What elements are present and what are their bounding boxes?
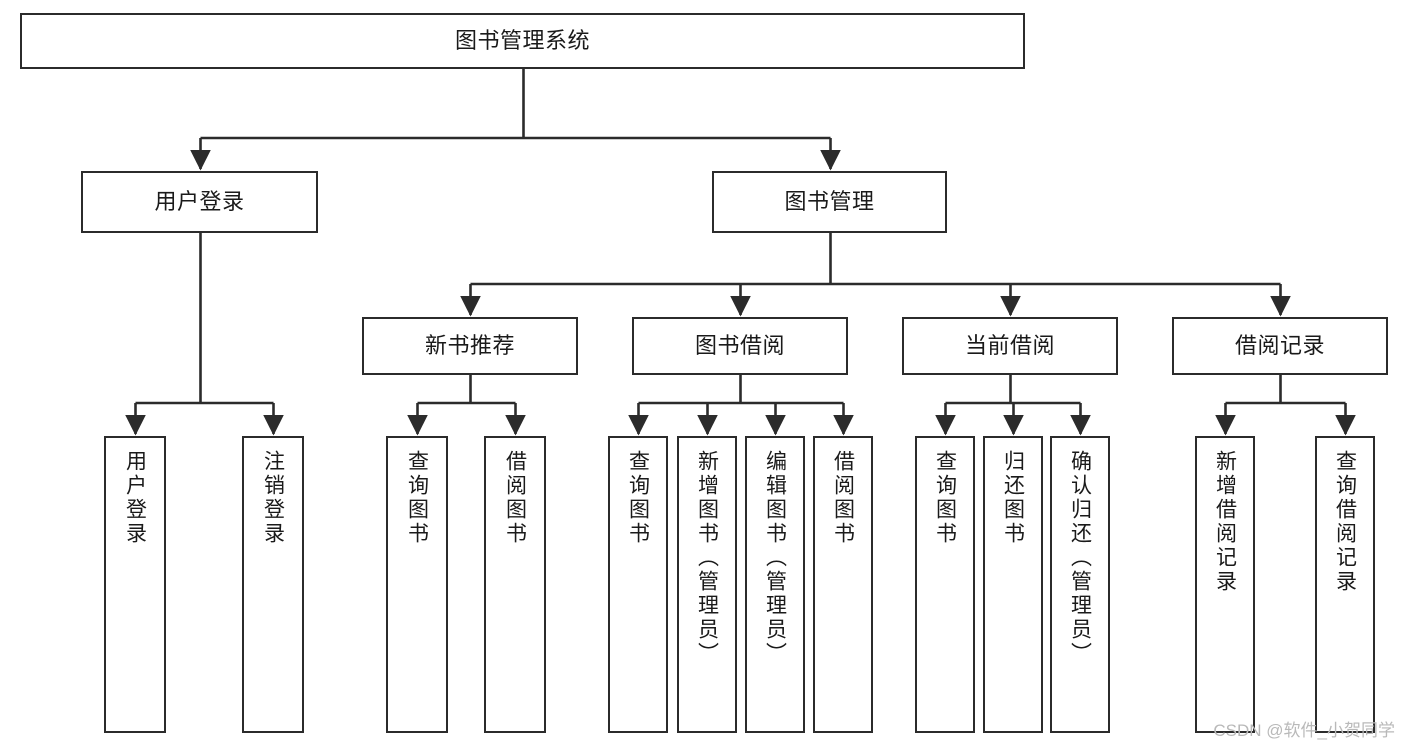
node-borrow-4[interactable]: 借阅图书 [813,436,873,733]
node-current-2[interactable]: 归还图书 [983,436,1043,733]
node-newbooks-2[interactable]: 借阅图书 [484,436,546,733]
node-label: 查询借阅记录 [1333,450,1357,594]
node-login-2[interactable]: 注销登录 [242,436,304,733]
node-label: 图书管理系统 [454,28,590,54]
node-label: 借阅图书 [503,450,527,546]
node-borrow-3[interactable]: 编辑图书（管理员） [745,436,805,733]
node-label: 确认归还（管理员） [1068,450,1092,666]
node-label: 图书管理 [784,189,875,215]
node-login-1[interactable]: 用户登录 [104,436,166,733]
node-label: 新增图书（管理员） [695,450,719,666]
node-borrow-1[interactable]: 查询图书 [608,436,668,733]
node-current[interactable]: 当前借阅 [902,317,1118,375]
node-label: 新书推荐 [424,333,515,359]
node-label: 借阅图书 [831,450,855,546]
node-borrow[interactable]: 图书借阅 [632,317,848,375]
node-label: 查询图书 [405,450,429,546]
node-label: 借阅记录 [1234,333,1325,359]
node-label: 查询图书 [626,450,650,546]
node-borrow-2[interactable]: 新增图书（管理员） [677,436,737,733]
node-login[interactable]: 用户登录 [81,171,318,233]
node-label: 当前借阅 [964,333,1055,359]
node-label: 查询图书 [933,450,957,546]
node-label: 归还图书 [1001,450,1025,546]
node-current-3[interactable]: 确认归还（管理员） [1050,436,1110,733]
node-current-1[interactable]: 查询图书 [915,436,975,733]
node-label: 用户登录 [123,450,147,546]
node-records-2[interactable]: 查询借阅记录 [1315,436,1375,733]
node-newbooks[interactable]: 新书推荐 [362,317,578,375]
watermark-text: CSDN @软件_小贺同学 [1213,721,1395,740]
node-label: 图书借阅 [694,333,785,359]
node-bookmgmt[interactable]: 图书管理 [712,171,947,233]
node-label: 注销登录 [261,450,285,546]
node-records-1[interactable]: 新增借阅记录 [1195,436,1255,733]
node-label: 编辑图书（管理员） [763,450,787,666]
node-root[interactable]: 图书管理系统 [20,13,1025,69]
node-label: 用户登录 [154,189,245,215]
node-label: 新增借阅记录 [1213,450,1237,594]
node-newbooks-1[interactable]: 查询图书 [386,436,448,733]
node-records[interactable]: 借阅记录 [1172,317,1388,375]
